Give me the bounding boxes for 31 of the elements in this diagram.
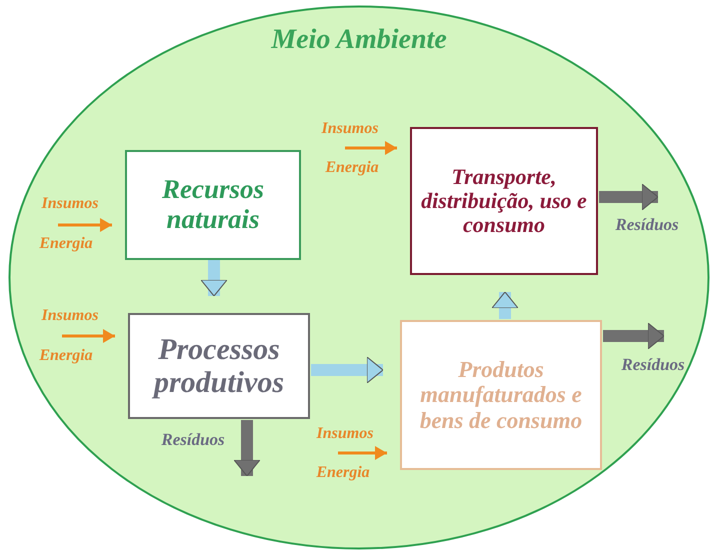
process-box: [125, 150, 301, 260]
input-label: Energia: [39, 235, 93, 253]
box-label: Produtos manufaturados e bens de consumo: [418, 357, 584, 433]
arrow: [62, 329, 115, 343]
waste-label: Resíduos: [161, 430, 225, 450]
waste-label: Resíduos: [615, 215, 679, 235]
box-label: Transporte, distribuição, uso e consumo: [420, 164, 588, 238]
block-arrow: [311, 356, 384, 384]
arrow: [338, 446, 387, 460]
diagram-heading: Meio Ambiente: [271, 25, 447, 56]
process-box: [410, 127, 598, 275]
environment-ellipse: [8, 5, 710, 550]
arrow: [58, 218, 112, 232]
block-arrow: [603, 322, 664, 350]
process-box: [400, 320, 602, 470]
box-label: Processos produtivos: [151, 333, 286, 399]
arrow: [345, 141, 397, 155]
input-label: Energia: [39, 347, 93, 365]
block-arrow: [492, 292, 518, 319]
input-label: Insumos: [322, 120, 378, 138]
input-label: Insumos: [42, 195, 98, 213]
process-box: [128, 313, 310, 419]
input-label: Energia: [325, 159, 379, 177]
block-arrow: [234, 420, 260, 476]
block-arrow: [200, 260, 228, 296]
waste-label: Resíduos: [621, 355, 685, 375]
block-arrow: [599, 184, 658, 210]
box-label: Recursos naturais: [160, 175, 265, 235]
input-label: Insumos: [42, 307, 98, 325]
input-label: Insumos: [316, 425, 374, 443]
input-label: Energia: [316, 464, 370, 482]
